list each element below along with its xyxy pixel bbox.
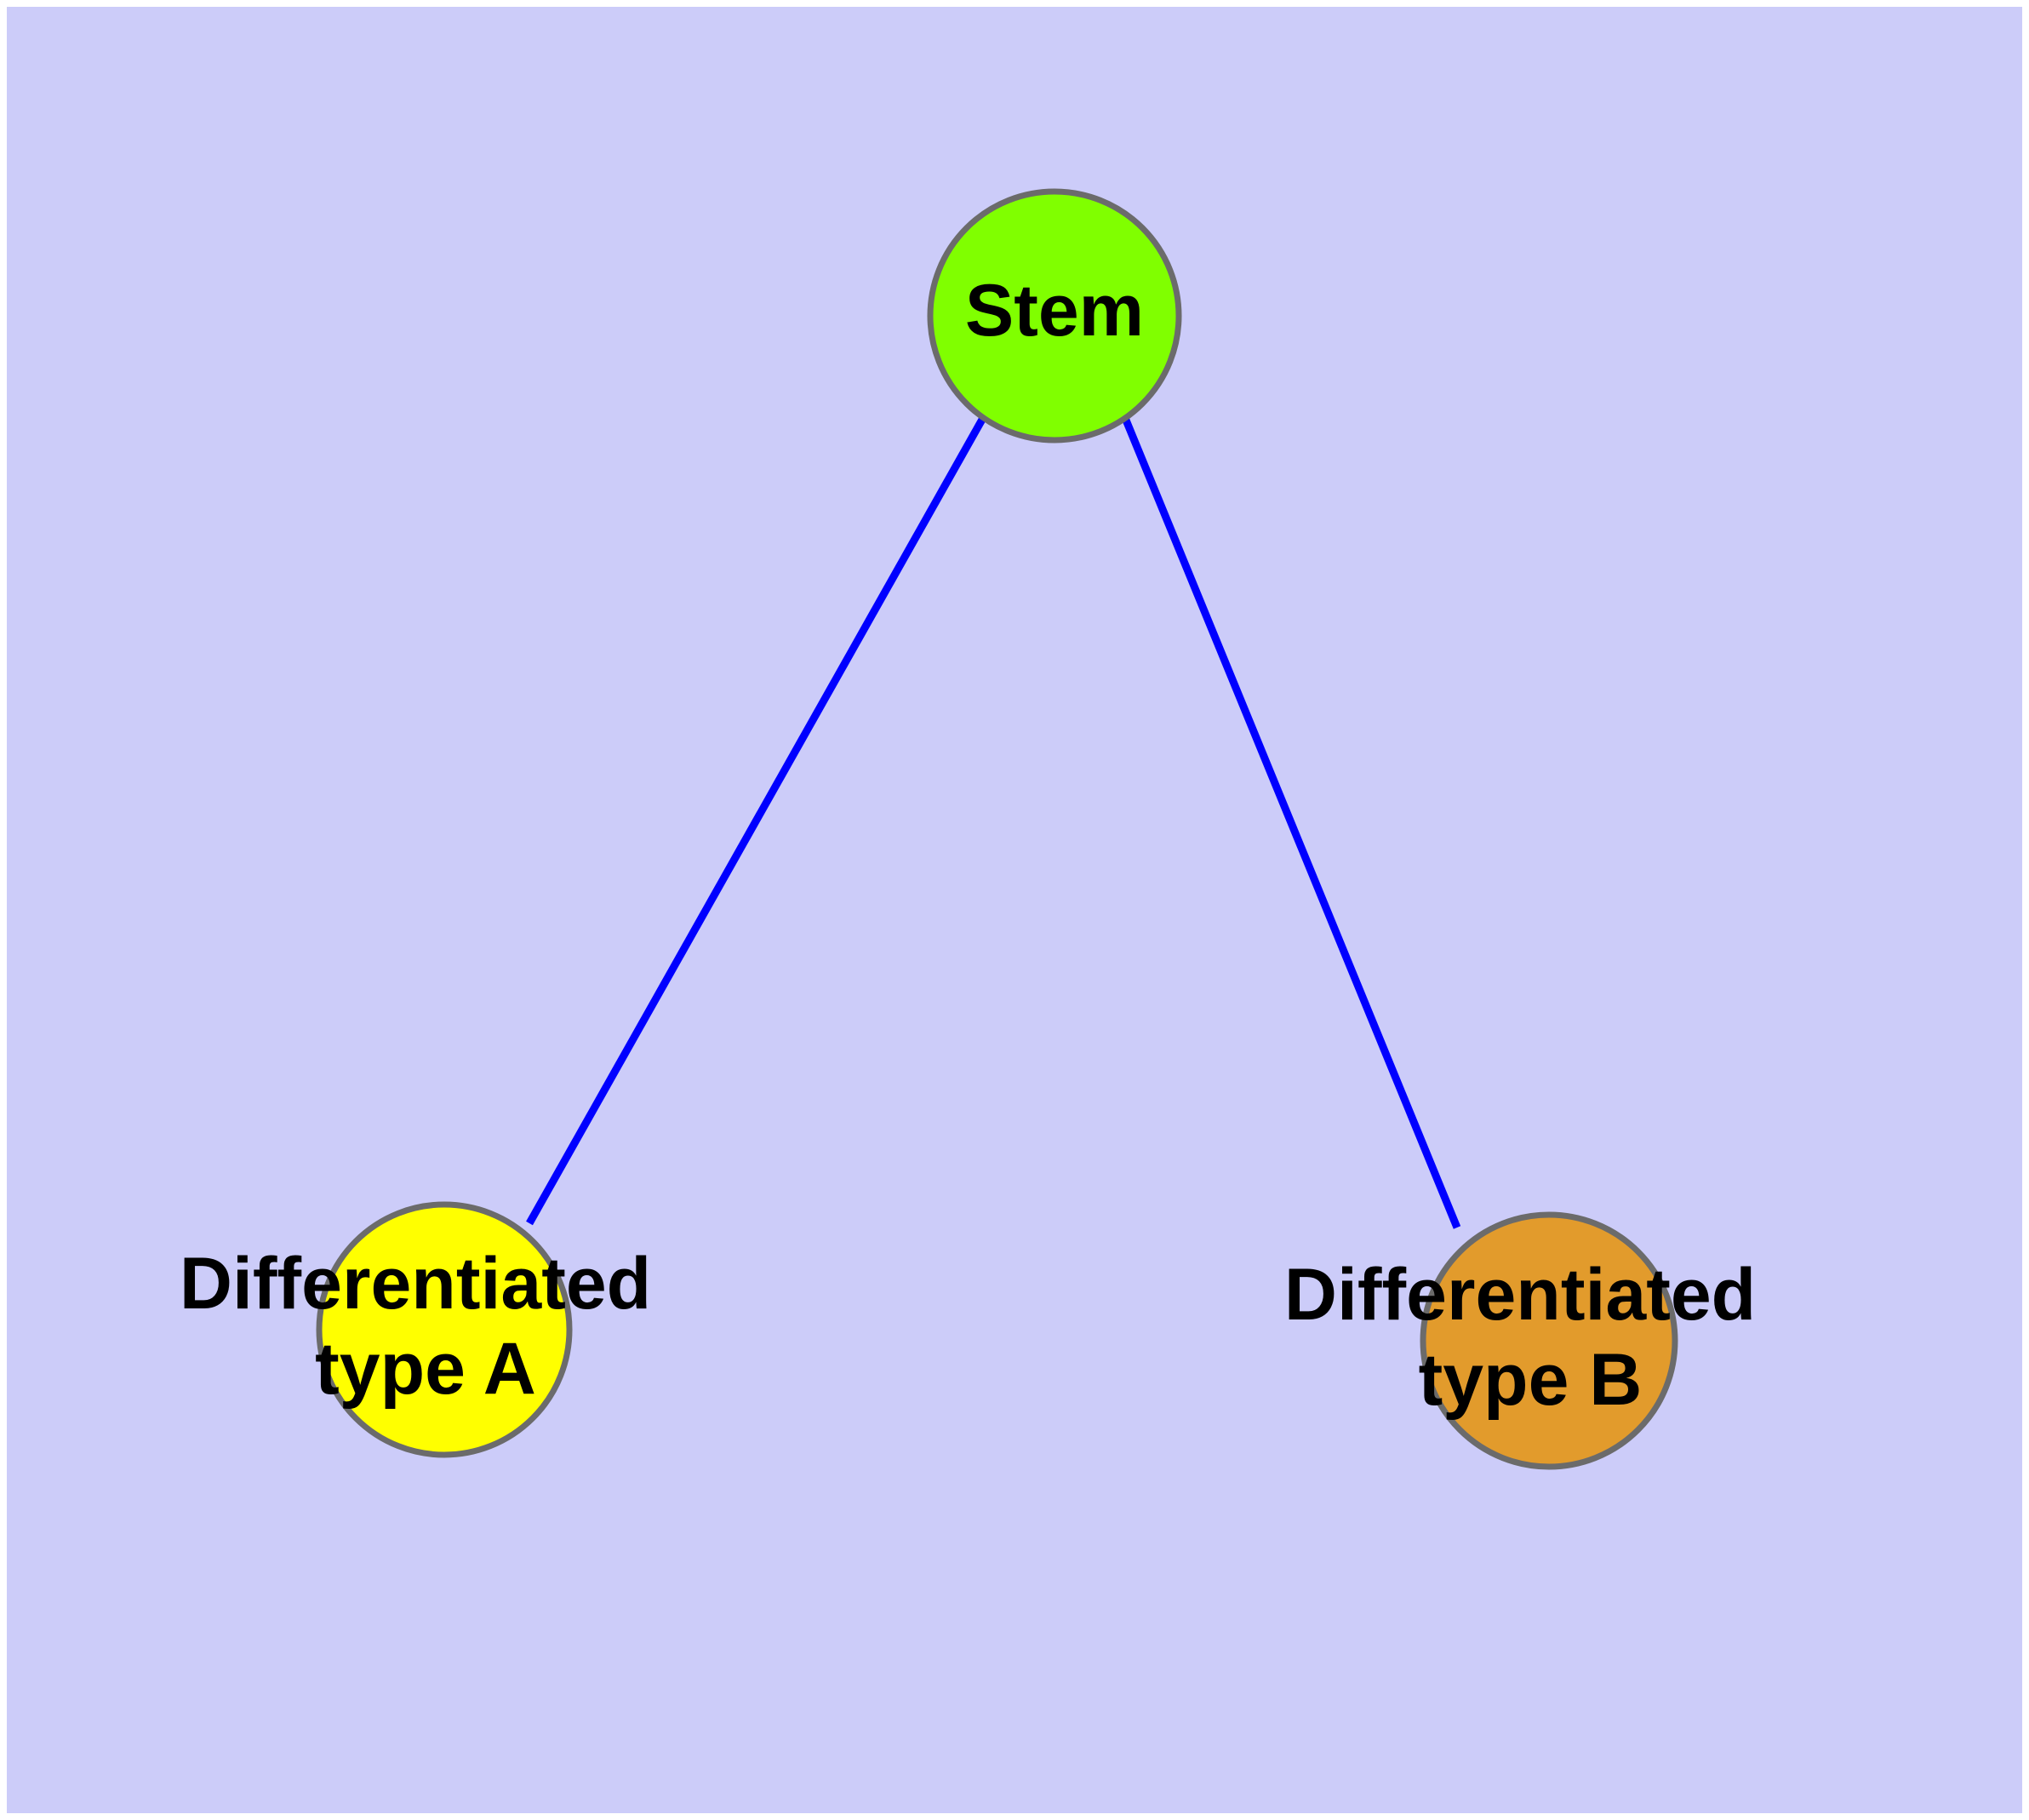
- node-label-stem: Stem: [965, 270, 1144, 352]
- node-label-differentiated-type-a: Differentiated type A: [180, 1243, 672, 1410]
- edge-stem-to-differentiated-type-b[interactable]: [1121, 416, 1461, 1229]
- node-label-differentiated-type-b-line2: type B: [1419, 1339, 1643, 1421]
- node-stem[interactable]: [927, 188, 1182, 444]
- label-layer: Stem Differentiated type A Differentiate…: [180, 270, 1776, 1421]
- node-label-differentiated-type-a-line1: Differentiated: [180, 1243, 651, 1325]
- node-label-stem-line1: Stem: [965, 270, 1144, 352]
- edge-layer: [526, 415, 1461, 1229]
- node-label-differentiated-type-b-line1: Differentiated: [1284, 1254, 1756, 1336]
- node-differentiated-type-a[interactable]: [316, 1201, 573, 1458]
- node-label-differentiated-type-b: Differentiated type B: [1284, 1254, 1776, 1421]
- node-layer: [316, 188, 1678, 1470]
- node-differentiated-type-b[interactable]: [1420, 1211, 1678, 1470]
- edge-stem-to-differentiated-type-a[interactable]: [526, 415, 986, 1226]
- node-label-differentiated-type-a-line2: type A: [315, 1328, 536, 1410]
